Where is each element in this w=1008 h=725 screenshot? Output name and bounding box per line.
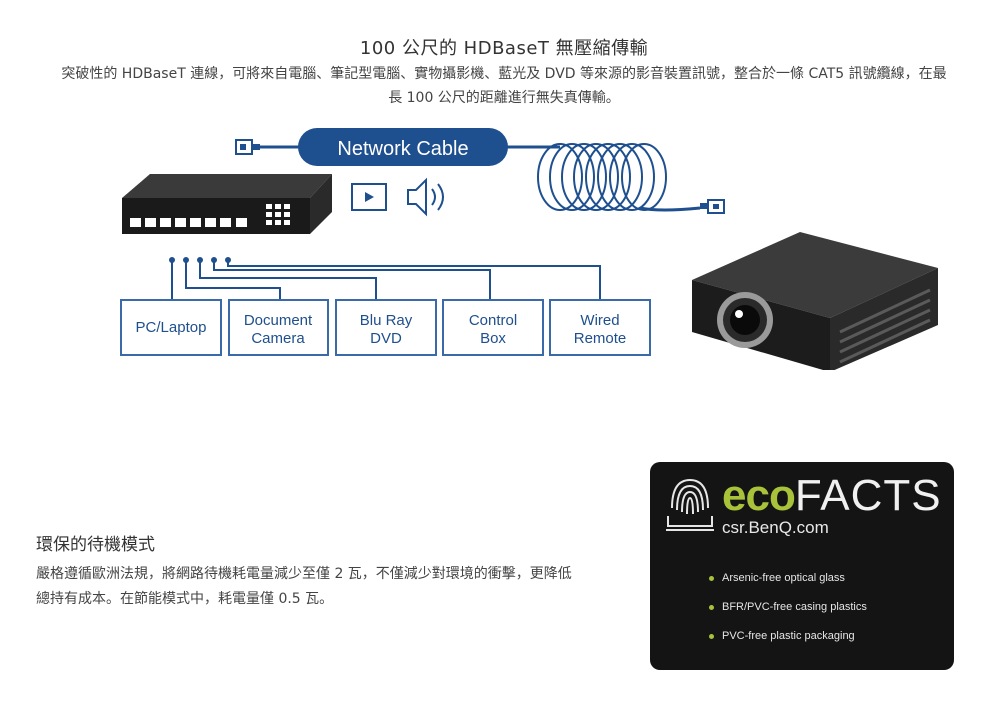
source-label: Remote	[574, 330, 627, 347]
bullet-icon	[709, 605, 714, 610]
source-box-document-camera: Document Camera	[228, 299, 329, 356]
source-box-pc: PC/Laptop	[120, 299, 222, 356]
fingerprint-icon	[666, 478, 714, 531]
ecofacts-card: ecoFACTS csr.BenQ.com Arsenic-free optic…	[650, 462, 954, 670]
source-box-bluray-dvd: Blu Ray DVD	[335, 299, 437, 356]
ecofacts-logo: ecoFACTS	[722, 471, 942, 520]
connection-lines	[164, 260, 601, 301]
source-label: Blu Ray	[360, 312, 413, 329]
network-cable-label: Network Cable	[298, 128, 508, 166]
ecofacts-list: Arsenic-free optical glass BFR/PVC-free …	[706, 572, 867, 659]
video-play-icon	[351, 183, 387, 211]
list-item: Arsenic-free optical glass	[706, 572, 867, 601]
source-label: Control	[469, 312, 517, 329]
source-label: PC/Laptop	[136, 319, 207, 336]
source-label: Wired	[580, 312, 619, 329]
hdbaset-diagram: Network Cable	[120, 128, 938, 370]
connector-plug-icon	[700, 199, 725, 214]
section-title: 100 公尺的 HDBaseT 無壓縮傳輸	[359, 38, 649, 59]
source-box-control-box: Control Box	[442, 299, 544, 356]
eco-section-description: 嚴格遵循歐洲法規，將網路待機耗電量減少至僅 2 瓦，不僅減少對環境的衝擊，更降低…	[36, 566, 572, 607]
list-item: BFR/PVC-free casing plastics	[706, 601, 867, 630]
coiled-cable	[537, 143, 701, 212]
bullet-icon	[709, 634, 714, 639]
source-label: Box	[480, 330, 506, 347]
source-box-wired-remote: Wired Remote	[549, 299, 651, 356]
source-label: Camera	[251, 330, 305, 347]
section-description: 突破性的 HDBaseT 連線，可將來自電腦、筆記型電腦、實物攝影機、藍光及 D…	[61, 66, 947, 106]
speaker-icon	[407, 177, 444, 217]
source-label: Document	[244, 312, 313, 329]
projector	[692, 232, 938, 370]
source-label: DVD	[370, 330, 402, 347]
list-item: PVC-free plastic packaging	[706, 630, 867, 659]
network-cable-text: Network Cable	[337, 138, 468, 160]
eco-section-title: 環保的待機模式	[36, 535, 155, 555]
connection-dots	[169, 257, 231, 263]
switch-box	[122, 174, 332, 234]
bullet-icon	[709, 576, 714, 581]
ecofacts-url: csr.BenQ.com	[722, 518, 829, 537]
